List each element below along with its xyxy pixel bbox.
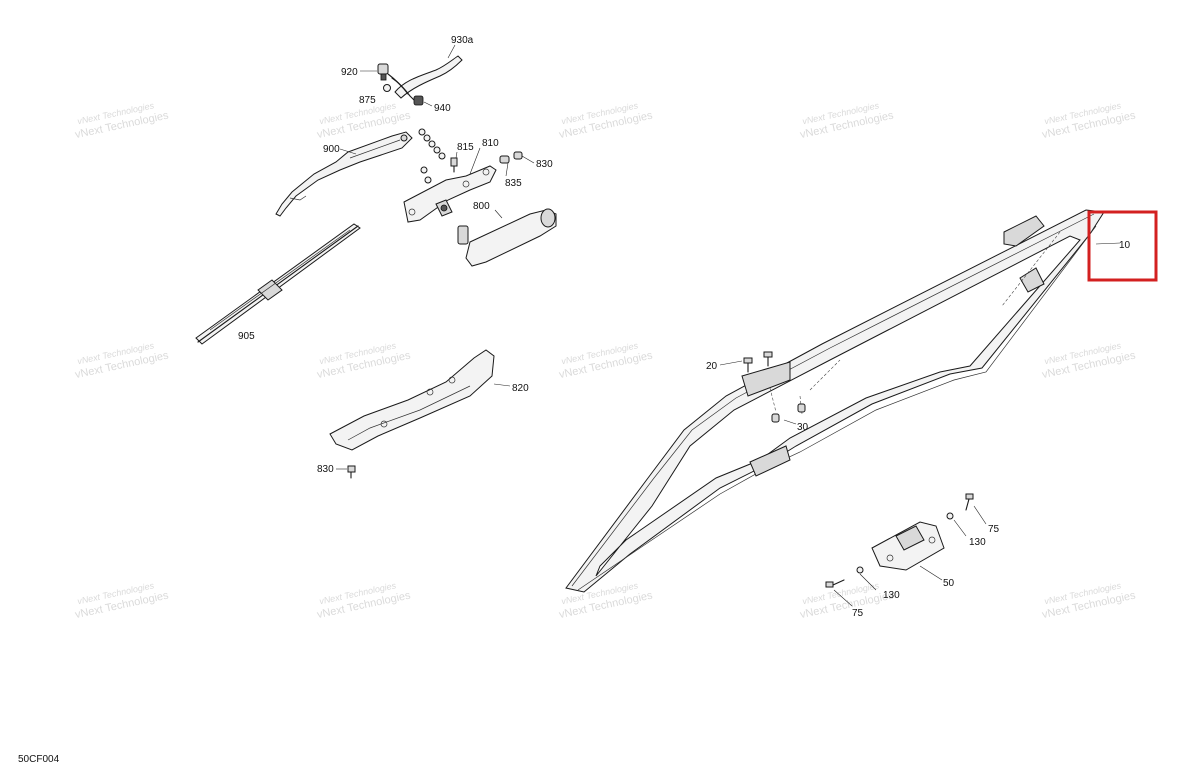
label-30[interactable]: 30 (797, 422, 809, 433)
part-labels: 930a 920 875 940 900 815 810 830 835 800… (238, 35, 1131, 619)
label-75-lower[interactable]: 75 (852, 608, 864, 619)
part-875-clip[interactable] (383, 84, 391, 92)
label-940[interactable]: 940 (434, 103, 451, 114)
part-75-130-fasteners-upper[interactable] (946, 493, 987, 537)
label-920[interactable]: 920 (341, 67, 358, 78)
label-75-upper[interactable]: 75 (988, 524, 1000, 535)
label-830-lower[interactable]: 830 (317, 464, 334, 475)
part-940-valve[interactable] (413, 95, 433, 107)
label-130-lower[interactable]: 130 (883, 590, 900, 601)
part-820-cover[interactable] (329, 349, 511, 451)
part-20-bolts[interactable] (719, 351, 773, 373)
part-905-wiper-blade[interactable] (195, 223, 361, 345)
label-815[interactable]: 815 (457, 142, 474, 153)
part-10-window-frame[interactable] (565, 209, 1121, 593)
part-930a-hose[interactable] (387, 44, 463, 101)
part-920-nozzle[interactable] (360, 63, 389, 81)
part-810-bracket[interactable] (403, 147, 497, 223)
part-830-screw[interactable] (336, 465, 356, 479)
highlight-box-part-10 (1087, 210, 1158, 282)
label-835[interactable]: 835 (505, 178, 522, 189)
part-50-latch[interactable] (871, 521, 945, 581)
part-75-130-fasteners-lower[interactable] (825, 566, 877, 607)
label-820[interactable]: 820 (512, 383, 529, 394)
label-930a[interactable]: 930a (451, 35, 474, 46)
label-875[interactable]: 875 (359, 95, 376, 106)
label-20[interactable]: 20 (706, 361, 718, 372)
label-830-upper[interactable]: 830 (536, 159, 553, 170)
diagram-code: 50CF004 (18, 754, 60, 765)
part-30-nuts[interactable] (771, 403, 806, 425)
label-130-upper[interactable]: 130 (969, 537, 986, 548)
part-815-bolt[interactable] (450, 151, 458, 173)
part-800-wiper-motor[interactable] (435, 199, 557, 267)
label-810[interactable]: 810 (482, 138, 499, 149)
label-10[interactable]: 10 (1119, 240, 1131, 251)
label-50[interactable]: 50 (943, 578, 955, 589)
label-900[interactable]: 900 (323, 144, 340, 155)
part-hardware-stack[interactable] (418, 128, 446, 184)
part-830-835-connector[interactable] (499, 151, 535, 177)
label-800[interactable]: 800 (473, 201, 490, 212)
label-905[interactable]: 905 (238, 331, 255, 342)
part-900-wiper-arm[interactable] (275, 131, 413, 217)
